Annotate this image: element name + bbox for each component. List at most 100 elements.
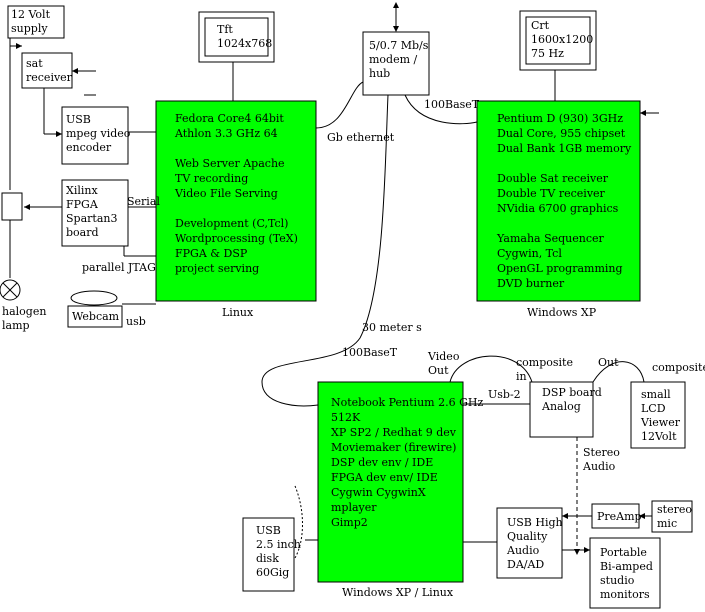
preamp-label-line: PreAmp — [597, 510, 642, 523]
mic-label-line: stereo — [657, 503, 692, 516]
linux-label-line: Fedora Core4 64bit — [175, 112, 284, 125]
usbenc-label-line: mpeg video — [66, 127, 131, 140]
webcam-label: Webcam — [72, 310, 120, 323]
sat-box — [21, 52, 73, 89]
webcam-box — [67, 305, 123, 328]
out-composite-curve — [592, 361, 645, 383]
linux-label-line: Wordprocessing (TeX) — [175, 232, 298, 245]
notebook-label-line: FPGA dev env/ IDE — [331, 471, 438, 484]
preamp-box — [591, 503, 640, 529]
supply-label-line: 12 Volt — [11, 8, 51, 21]
usbdisk-label-line: USB — [256, 524, 281, 537]
crt-label-line: Crt — [531, 19, 550, 32]
crt-label-line: 1600x1200 — [531, 33, 593, 46]
video-out-label-line: Video — [427, 350, 460, 363]
modem-label-line: hub — [369, 67, 390, 80]
supply-label-line: supply — [11, 22, 48, 35]
monitors-label-line: monitors — [600, 588, 650, 601]
fpga-label-line: Spartan3 — [66, 212, 117, 225]
usbdisk-box — [242, 517, 295, 592]
lcd-label-line: LCD — [641, 402, 666, 415]
base-t-curve — [404, 94, 478, 125]
tft-screen — [204, 17, 269, 57]
notebook-label-line: Gimp2 — [331, 516, 368, 529]
video-out-curve — [449, 355, 533, 383]
winxp-label-line: Pentium D (930) 3GHz — [497, 112, 623, 125]
fpga-label-line: Xilinx — [66, 184, 98, 197]
usb-label: usb — [126, 315, 146, 328]
base-t-top-label: 100BaseT — [424, 98, 480, 111]
notebook-label-line: 512K — [331, 411, 361, 424]
lcd-label-line: Viewer — [640, 416, 681, 429]
composite-in-label-line: in — [516, 370, 527, 383]
mic-label-line: mic — [657, 517, 677, 530]
winxp-label-line: Double Sat receiver — [497, 172, 609, 185]
jtag-label: parallel JTAG — [82, 261, 156, 274]
base-t-left-label: 100BaseT — [342, 346, 398, 359]
linux-label-line: Video File Serving — [174, 187, 278, 200]
tft-label-line: 1024x768 — [217, 37, 272, 50]
usbdisk-label-line: disk — [256, 552, 279, 565]
usbenc-label-line: USB — [66, 113, 91, 126]
crt-label-line: 75 Hz — [531, 47, 564, 60]
sat-label-line: receiver — [26, 71, 73, 84]
notebook-label-line: Moviemaker (firewire) — [331, 441, 456, 454]
linux-caption: Linux — [222, 306, 254, 319]
usbdisk-label-line: 60Gig — [256, 566, 289, 579]
winxp-label-line: Yamaha Sequencer — [496, 232, 605, 245]
preamp-label: PreAmp — [597, 510, 642, 523]
dsp-box — [529, 381, 594, 438]
composite-label: composite — [652, 361, 705, 374]
notebook-caption: Windows XP / Linux — [342, 586, 454, 599]
supply-box — [7, 5, 65, 39]
notebook-label-line: Notebook Pentium 2.6 GHz — [331, 396, 483, 409]
linux-box — [155, 100, 317, 302]
winxp-label-line: Double TV receiver — [497, 187, 606, 200]
modem-label-line: modem / — [369, 53, 418, 66]
winxp-label-line: Dual Core, 955 chipset — [497, 127, 626, 140]
usbdisk-label-line: 2.5 inch — [256, 538, 301, 551]
linux-label-line: TV recording — [175, 172, 248, 185]
fpga-label-line: FPGA — [66, 198, 99, 211]
usbenc-label-line: encoder — [66, 141, 112, 154]
usb2-label: Usb-2 — [488, 388, 521, 401]
dsp-label-line: DSP board — [542, 386, 602, 399]
notebook-label-line: DSP dev env / IDE — [331, 456, 433, 469]
usbaudio-label-line: DA/AD — [507, 558, 544, 571]
linux-label-line: project serving — [175, 262, 259, 275]
video-out-label-line: Out — [428, 364, 449, 377]
halogen-label-line: halogen — [2, 305, 46, 318]
webcam-label-line: Webcam — [72, 310, 120, 323]
stereo-audio-label-line: Stereo — [583, 446, 620, 459]
usbaudio-label-line: Quality — [507, 530, 548, 543]
fpga-box — [61, 179, 129, 247]
monitors-label-line: Bi-amped — [600, 560, 653, 573]
linux-label-line: FPGA & DSP — [175, 247, 248, 260]
sat-label-line: sat — [26, 57, 43, 70]
serial-label: Serial — [127, 195, 160, 208]
lcd-label-line: small — [641, 388, 671, 401]
dsp-label-line: Analog — [541, 400, 581, 413]
composite-in-label-line: composite — [516, 356, 573, 369]
gb-eth-curve — [315, 81, 364, 129]
gbeth-label: Gb ethernet — [327, 131, 395, 144]
monitors-label-line: Portable — [600, 546, 647, 559]
notebook-label-line: Cygwin CygwinX — [331, 486, 426, 499]
